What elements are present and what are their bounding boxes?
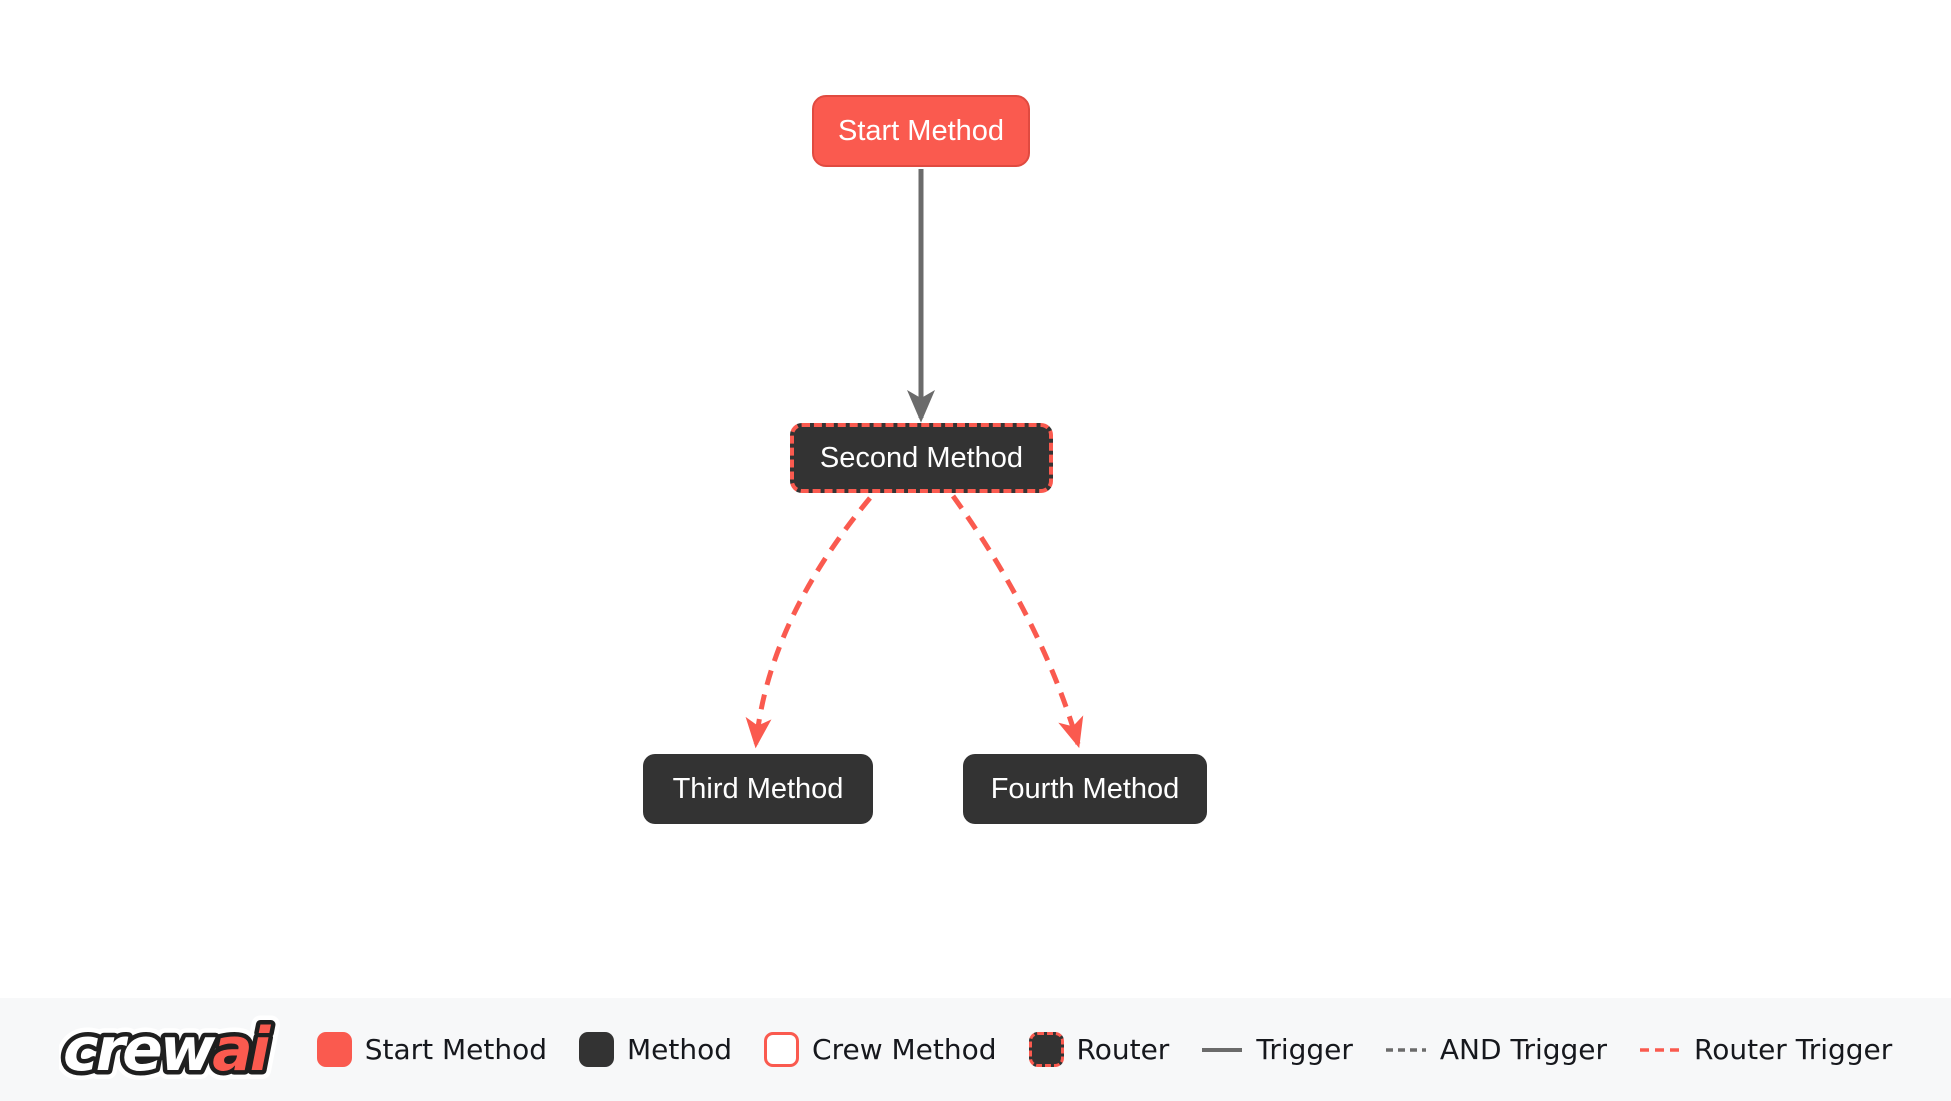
- start-method-swatch-icon: [316, 1032, 352, 1067]
- crewai-logo-halo: crewai: [63, 1015, 272, 1085]
- legend-item-router: Router: [1028, 1032, 1170, 1067]
- legend-label-trigger: Trigger: [1256, 1033, 1353, 1066]
- legend-label-start-method: Start Method: [364, 1033, 548, 1066]
- edge-router-trigger-second-to-third: [745, 496, 872, 749]
- legend-item-crew-method: Crew Method: [764, 1032, 997, 1067]
- node-start-method[interactable]: Start Method: [812, 95, 1030, 167]
- legend-label-crew-method: Crew Method: [812, 1033, 997, 1066]
- legend-item-router-trigger: Router Trigger: [1639, 1033, 1892, 1066]
- and-trigger-line-icon: [1385, 1047, 1426, 1052]
- legend-item-and-trigger: AND Trigger: [1385, 1033, 1607, 1066]
- crewai-logo: crewai crewai: [59, 1008, 283, 1092]
- router-trigger-line-icon: [1640, 1047, 1681, 1052]
- legend-bar: crewai crewai Start Method Method Crew M…: [0, 998, 1951, 1101]
- legend-label-method: Method: [627, 1033, 733, 1066]
- method-swatch-icon: [579, 1032, 615, 1067]
- flow-canvas[interactable]: Start Method Second Method Third Method …: [0, 0, 1951, 998]
- router-swatch-icon: [1028, 1032, 1064, 1067]
- legend-item-trigger: Trigger: [1201, 1033, 1353, 1066]
- node-fourth-method[interactable]: Fourth Method: [963, 754, 1207, 824]
- legend-label-router: Router: [1076, 1033, 1170, 1066]
- legend-item-method: Method: [579, 1032, 732, 1067]
- trigger-line-icon: [1202, 1047, 1243, 1052]
- node-third-method[interactable]: Third Method: [643, 754, 873, 824]
- legend-label-and-trigger: AND Trigger: [1439, 1033, 1608, 1066]
- node-second-method[interactable]: Second Method: [790, 423, 1053, 493]
- crewai-logo-text: crewai: [63, 1015, 272, 1085]
- legend-label-router-trigger: Router Trigger: [1694, 1033, 1893, 1066]
- crew-method-swatch-icon: [764, 1032, 800, 1067]
- edge-router-trigger-second-to-fourth: [950, 494, 1084, 749]
- legend-item-start-method: Start Method: [316, 1032, 548, 1067]
